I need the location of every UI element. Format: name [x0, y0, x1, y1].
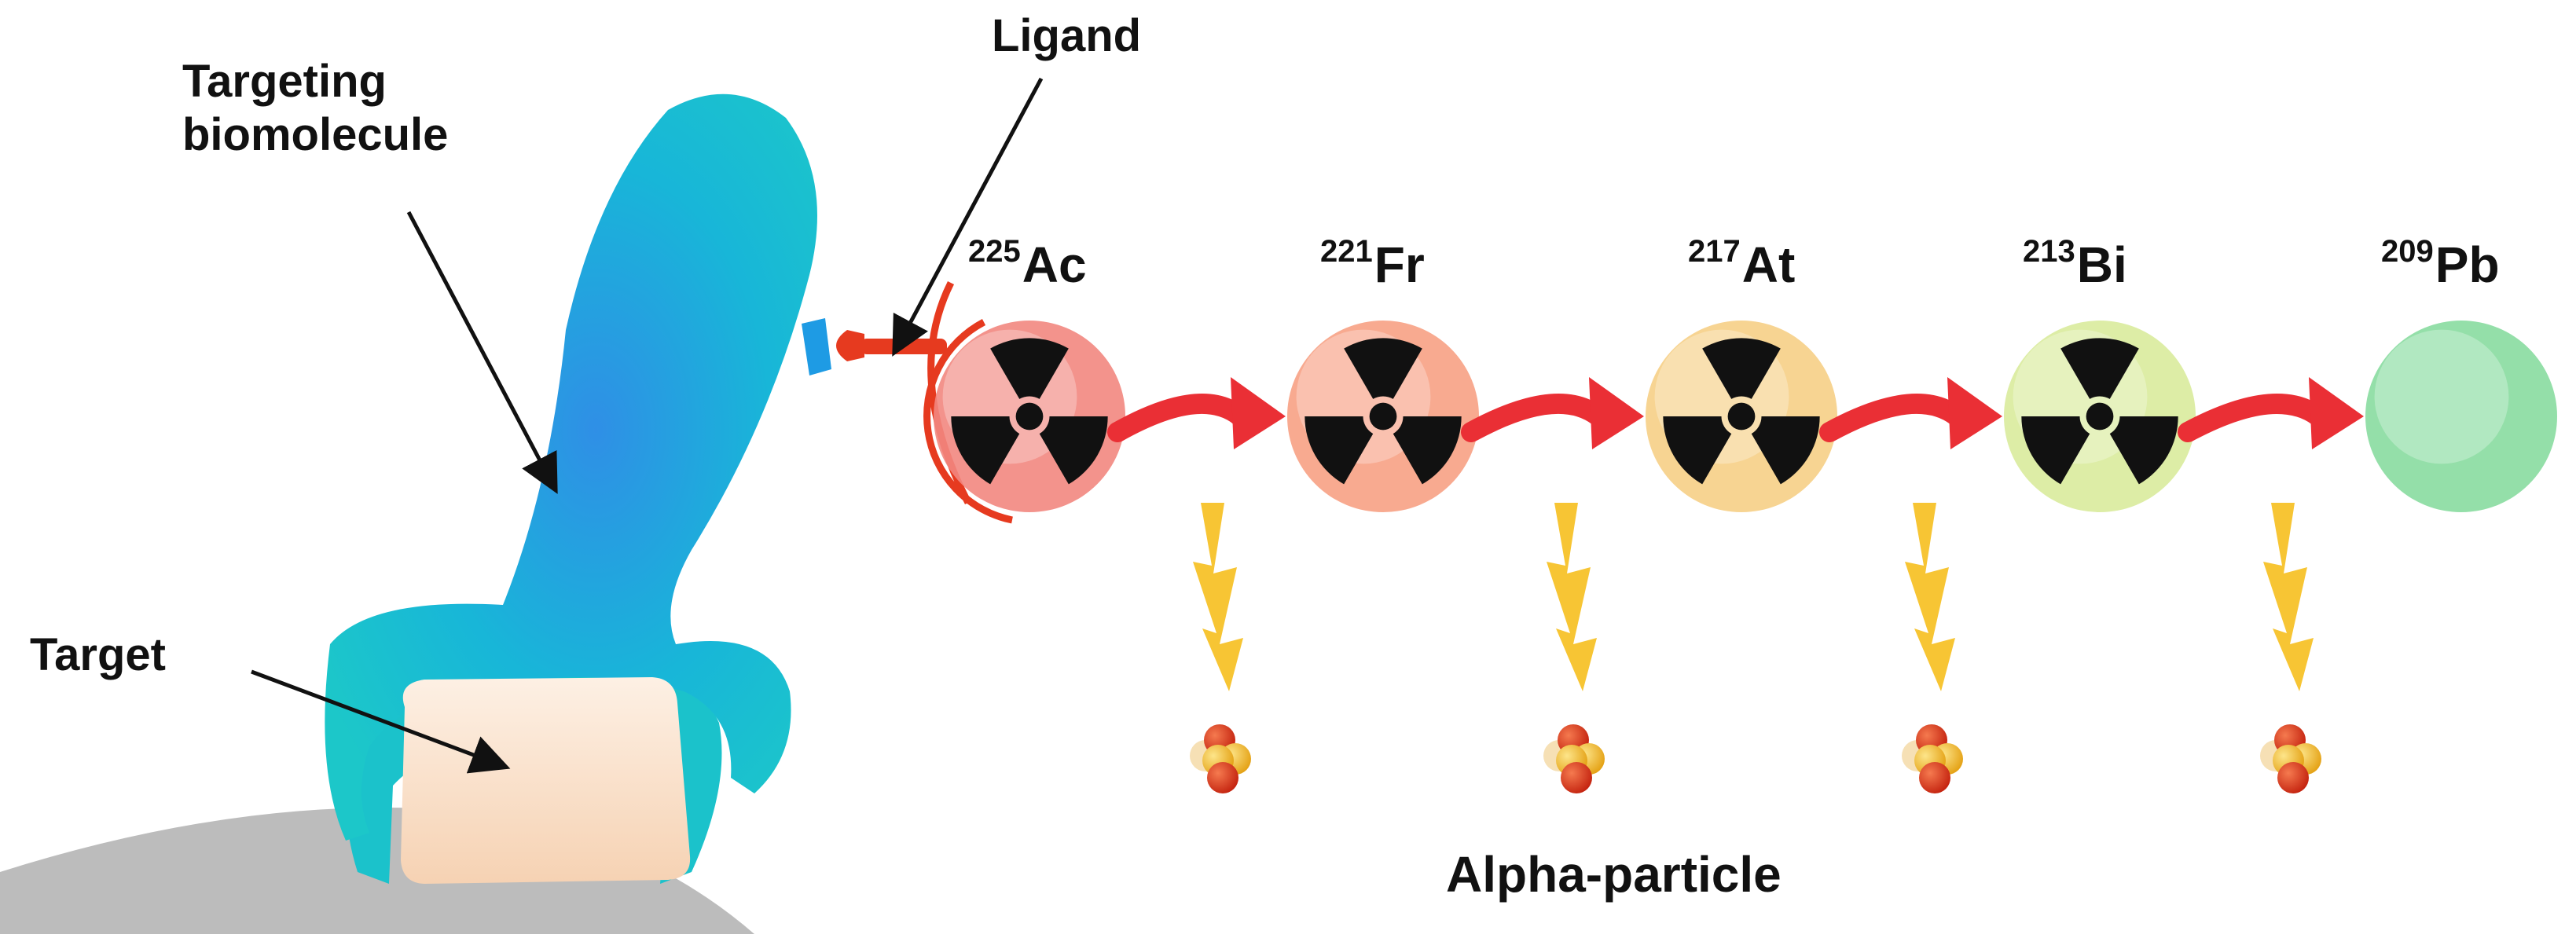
radiation-icon [951, 338, 1108, 485]
alpha-particle-icon [2260, 724, 2321, 793]
mass-number: 209 [2381, 234, 2434, 269]
alpha-particle-icon [1190, 724, 1251, 793]
isotope-label-bi: 213Bi [2023, 234, 2127, 294]
isotope-label-ac: 225Ac [968, 234, 1087, 294]
decay-arrow-icon [2178, 377, 2364, 449]
ligand-label: Ligand [992, 10, 1142, 61]
element-symbol: Pb [2435, 236, 2500, 293]
mass-number: 221 [1320, 234, 1373, 269]
alpha-particle-label: Alpha-particle [1446, 846, 1782, 903]
lightning-icon [1905, 503, 1955, 691]
lightning-icon [1193, 503, 1243, 691]
lightning-icon [2263, 503, 2314, 691]
isotope-label-at: 217At [1688, 234, 1796, 294]
mass-number: 225 [968, 234, 1021, 269]
element-symbol: Bi [2076, 236, 2127, 293]
alpha-particle-icon [1902, 724, 1963, 793]
isotope-at [1646, 321, 1837, 512]
decay-arrow-icon [1461, 377, 1644, 449]
targeting-pointer-arrow [406, 211, 558, 494]
element-symbol: Fr [1374, 236, 1425, 293]
isotope-label-fr: 221Fr [1320, 234, 1425, 294]
radiation-icon [1663, 338, 1820, 485]
isotope-bi [2004, 321, 2196, 512]
element-symbol: At [1741, 236, 1796, 293]
mass-number: 213 [2023, 234, 2075, 269]
ligand-arc [923, 319, 1013, 524]
lightning-icon [1547, 503, 1597, 691]
isotope-pb [2365, 321, 2557, 512]
target-label: Target [30, 629, 166, 680]
element-symbol: Ac [1022, 236, 1087, 293]
decay-chain [923, 319, 2557, 793]
decay-arrow-icon [1819, 377, 2002, 449]
target-pointer-arrow [251, 669, 511, 774]
radiation-icon [1305, 338, 1462, 485]
target-block [401, 677, 691, 884]
decay-arrow-icon [1107, 377, 1286, 449]
ligand-pointer-arrow [892, 77, 1044, 357]
alpha-particle-icon [1543, 724, 1605, 793]
isotope-label-pb: 209Pb [2381, 234, 2500, 294]
targeting-label-line1: Targeting [182, 56, 387, 107]
isotope-ac [934, 321, 1125, 512]
isotope-fr [1287, 321, 1479, 512]
targeting-biomolecule-label: Targeting biomolecule [182, 55, 448, 163]
mass-number: 217 [1688, 234, 1741, 269]
targeting-label-line2: biomolecule [182, 109, 449, 161]
radiation-icon [2021, 338, 2178, 485]
